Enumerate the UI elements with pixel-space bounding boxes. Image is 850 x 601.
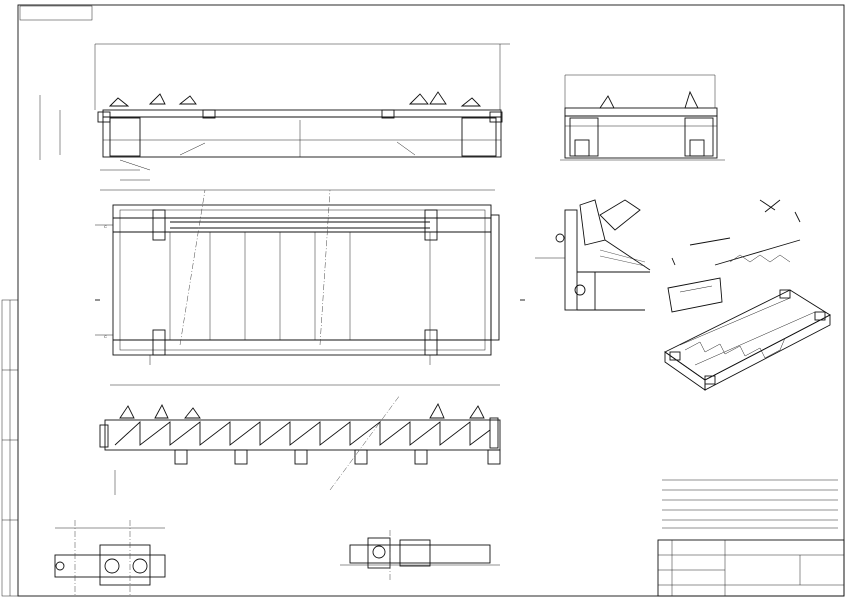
isometric-assembly bbox=[664, 289, 831, 391]
svg-text:C: C bbox=[104, 334, 107, 339]
section-view bbox=[99, 384, 501, 495]
technical-notes bbox=[662, 479, 838, 529]
format-stamp bbox=[19, 5, 93, 21]
detail-b bbox=[535, 199, 651, 311]
detail-e bbox=[340, 530, 500, 580]
plan-view: C C bbox=[95, 189, 525, 365]
svg-text:C: C bbox=[104, 224, 107, 229]
sheet-frame bbox=[1, 4, 845, 597]
detail-d bbox=[54, 520, 166, 596]
side-view bbox=[560, 74, 725, 161]
title-block bbox=[657, 539, 845, 597]
exploded-parts bbox=[667, 199, 801, 313]
front-view bbox=[39, 43, 510, 181]
